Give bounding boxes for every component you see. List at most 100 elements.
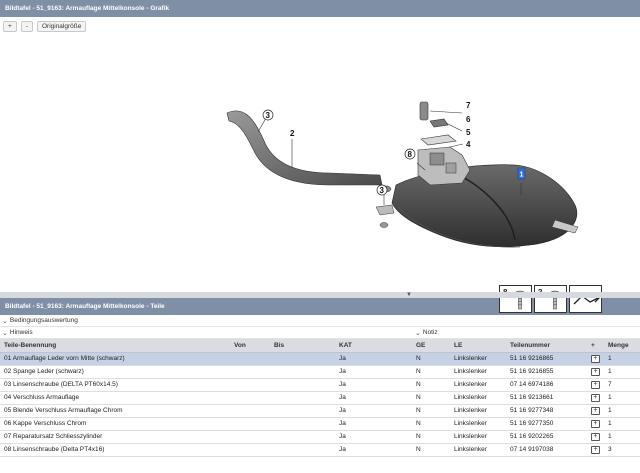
cell-part-name: 06 Kappe Verschluss Chrom — [0, 417, 230, 431]
column-header-name[interactable]: Teile-Benennung — [0, 339, 230, 353]
hint-toggle[interactable]: ⌄ Hinweis — [0, 327, 413, 339]
callout-6-label: 6 — [466, 115, 471, 124]
cell-ge: N — [412, 365, 450, 379]
cell-to — [270, 404, 335, 418]
condition-evaluation-toggle[interactable]: ⌄ Bedingungsauswertung — [0, 315, 640, 327]
graphic-toolbar: + - Originalgröße — [0, 17, 640, 35]
add-to-cart-icon[interactable]: + — [591, 380, 600, 389]
fastener-legend: 8 3 — [499, 285, 602, 313]
cell-kat: Ja — [335, 365, 412, 379]
cell-kat: Ja — [335, 430, 412, 444]
zoom-out-button[interactable]: - — [20, 20, 33, 32]
callout-8 — [404, 148, 416, 160]
column-header-kat[interactable]: KAT — [335, 339, 412, 353]
column-header-quantity[interactable]: Menge — [604, 339, 640, 353]
cell-le: Linkslenker — [450, 378, 506, 392]
cell-to — [270, 417, 335, 431]
cell-ge: N — [412, 378, 450, 392]
cell-ge: N — [412, 404, 450, 418]
chevron-down-icon[interactable]: ▼ — [406, 292, 412, 298]
spange-part — [226, 110, 383, 186]
legend-next[interactable] — [569, 285, 602, 313]
chevron-down-icon: ⌄ — [2, 329, 8, 337]
cell-part-name: 01 Armauflage Leder vorn Mitte (schwarz) — [0, 352, 230, 366]
cell-kat: Ja — [335, 352, 412, 366]
parts-diagram[interactable]: 3 2 3 8 4 5 6 7 1 8 3 — [0, 35, 640, 313]
cell-quantity: 1 — [604, 404, 640, 418]
cap-part — [429, 118, 449, 128]
cell-le: Linkslenker — [450, 430, 506, 444]
armrest-pad-part — [391, 164, 578, 248]
exploded-view-drawing: 3 2 3 8 4 5 6 7 1 — [226, 101, 579, 248]
cell-to — [270, 365, 335, 379]
callout-7-label: 7 — [466, 101, 471, 110]
add-to-cart-icon[interactable]: + — [591, 393, 600, 402]
cell-quantity: 1 — [604, 352, 640, 366]
column-header-to[interactable]: Bis — [270, 339, 335, 353]
cell-kat: Ja — [335, 417, 412, 431]
legend-screw-8[interactable]: 8 — [499, 285, 532, 313]
column-header-le[interactable]: LE — [450, 339, 506, 353]
cell-to — [270, 391, 335, 405]
add-to-cart-icon[interactable]: + — [591, 419, 600, 428]
original-size-button[interactable]: Originalgröße — [36, 20, 87, 32]
add-to-cart-icon[interactable]: + — [591, 432, 600, 441]
cell-from — [230, 365, 270, 379]
cell-add-to-cart: + — [587, 365, 604, 379]
cell-part-name: 05 Blende Verschluss Armauflage Chrom — [0, 404, 230, 418]
table-row[interactable]: 01 Armauflage Leder vorn Mitte (schwarz)… — [0, 352, 640, 366]
cell-add-to-cart: + — [587, 352, 604, 366]
add-to-cart-icon[interactable]: + — [591, 354, 600, 363]
cell-kat: Ja — [335, 378, 412, 392]
cell-from — [230, 352, 270, 366]
cell-ge: N — [412, 417, 450, 431]
callout-5-label: 5 — [466, 128, 471, 137]
add-to-cart-icon[interactable]: + — [591, 367, 600, 376]
cell-add-to-cart: + — [587, 378, 604, 392]
callout-3b — [376, 184, 388, 196]
cell-le: Linkslenker — [450, 417, 506, 431]
cell-part-name: 02 Spange Leder (schwarz) — [0, 365, 230, 379]
note-toggle[interactable]: ⌄ Notiz — [413, 327, 640, 339]
cell-quantity: 1 — [604, 430, 640, 444]
column-header-part-number[interactable]: Teilenummer — [506, 339, 587, 353]
cell-ge: N — [412, 391, 450, 405]
column-header-add[interactable]: + — [587, 339, 604, 353]
chrome-cover-part — [420, 134, 457, 146]
callout-8-label: 8 — [408, 150, 413, 159]
cell-ge: N — [412, 430, 450, 444]
column-header-from[interactable]: Von — [230, 339, 270, 353]
cell-add-to-cart: + — [587, 443, 604, 457]
parts-table-body: 01 Armauflage Leder vorn Mitte (schwarz)… — [0, 352, 640, 457]
cell-add-to-cart: + — [587, 430, 604, 444]
cell-add-to-cart: + — [587, 417, 604, 431]
panel-splitter[interactable]: ▼ — [0, 292, 640, 298]
cell-ge: N — [412, 443, 450, 457]
cell-le: Linkslenker — [450, 365, 506, 379]
add-to-cart-icon[interactable]: + — [591, 445, 600, 454]
table-header-row: Teile-Benennung Von Bis KAT GE LE Teilen… — [0, 339, 640, 353]
cell-add-to-cart: + — [587, 391, 604, 405]
cell-part-number: 51 16 9202265 — [506, 430, 587, 444]
callout-3a-label: 3 — [266, 111, 271, 120]
legend-screw-3[interactable]: 3 — [534, 285, 567, 313]
zoom-in-button[interactable]: + — [3, 20, 17, 32]
cell-to — [270, 352, 335, 366]
cell-kat: Ja — [335, 404, 412, 418]
cell-from — [230, 417, 270, 431]
parts-table: Teile-Benennung Von Bis KAT GE LE Teilen… — [0, 339, 640, 457]
hint-label: Hinweis — [9, 329, 33, 336]
cell-to — [270, 378, 335, 392]
add-to-cart-icon[interactable]: + — [591, 406, 600, 415]
parts-panel-title: Bildtafel - 51_9163: Armauflage Mittelko… — [0, 298, 640, 315]
column-header-ge[interactable]: GE — [412, 339, 450, 353]
callout-3a — [262, 109, 274, 121]
chevron-down-icon: ⌄ — [2, 317, 8, 325]
